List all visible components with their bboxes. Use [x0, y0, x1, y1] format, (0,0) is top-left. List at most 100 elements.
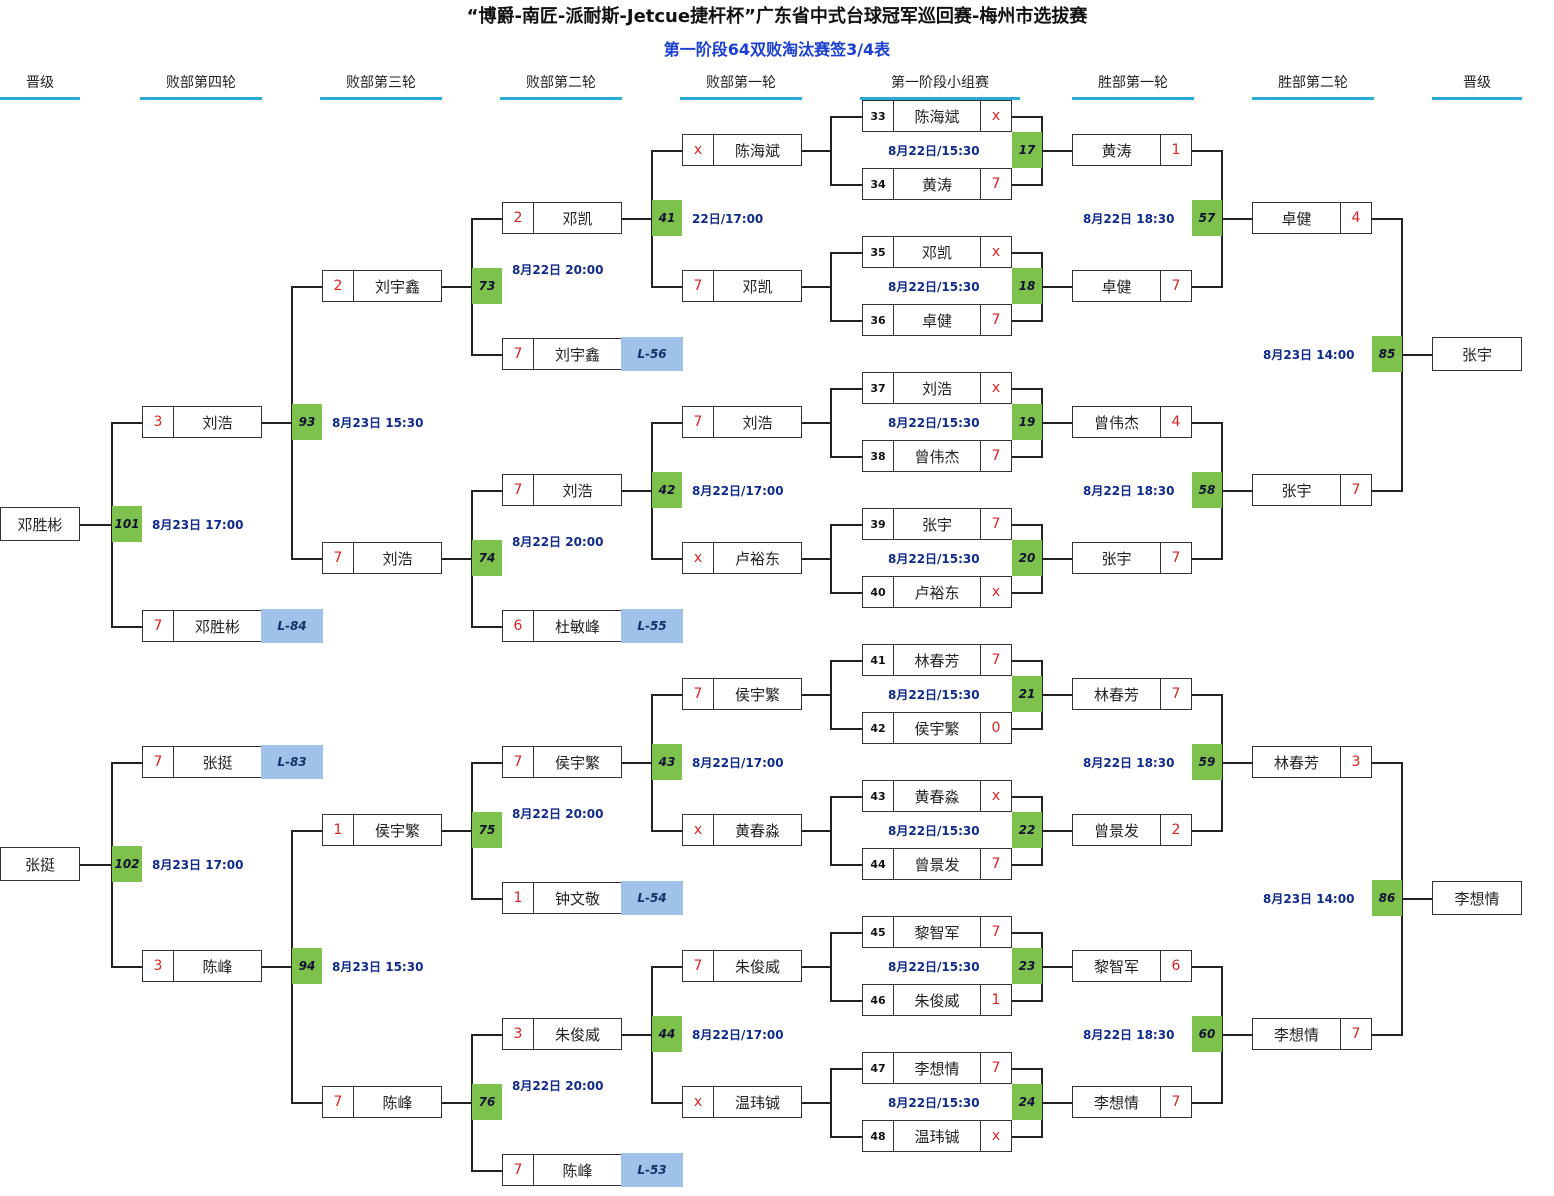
- bracket-line: [1222, 1034, 1252, 1036]
- score-cell: 7: [683, 407, 714, 437]
- bracket-line: [622, 490, 652, 492]
- seed-number: 34: [863, 169, 894, 199]
- bracket-line: [830, 1068, 832, 1138]
- bracket-line: [830, 1136, 862, 1138]
- bracket-line: [830, 932, 862, 934]
- bracket-line: [1192, 966, 1222, 968]
- score-cell: 7: [503, 475, 534, 505]
- bracket-line: [652, 1102, 682, 1104]
- bracket-line: [830, 1000, 862, 1002]
- score-cell: 7: [143, 611, 174, 641]
- bracket-line: [830, 524, 862, 526]
- score-cell: x: [980, 101, 1011, 131]
- match-time: 8月22日 20:00: [512, 1079, 604, 1093]
- column-header: 败部第四轮: [166, 75, 236, 91]
- bracket-line: [830, 728, 862, 730]
- bracket-line: [622, 218, 652, 220]
- bracket-line: [472, 898, 502, 900]
- match-number: 74: [472, 540, 502, 576]
- match-time: 8月22日/15:30: [888, 960, 980, 974]
- bracket-line: [112, 966, 142, 968]
- bracket-line: [1012, 932, 1042, 934]
- bracket-entry: 林春芳 7: [1072, 678, 1192, 710]
- player-name: 刘浩: [921, 379, 952, 398]
- score-cell: x: [980, 1121, 1011, 1151]
- seed-number: 44: [863, 849, 894, 879]
- column-header: 第一阶段小组赛: [891, 75, 989, 91]
- match-time: 22日/17:00: [692, 212, 764, 226]
- bracket-line: [652, 286, 682, 288]
- match-time: 8月22日/15:30: [888, 280, 980, 294]
- seed-number: 45: [863, 917, 894, 947]
- match-number: 22: [1012, 812, 1042, 848]
- player-name: 卓健: [1281, 209, 1312, 228]
- player-name: 刘浩: [562, 481, 593, 500]
- bracket-line: [442, 830, 472, 832]
- match-time: 8月22日 20:00: [512, 535, 604, 549]
- column-header: 败部第三轮: [346, 75, 416, 91]
- bracket-line: [1012, 184, 1042, 186]
- match-number: 18: [1012, 268, 1042, 304]
- bracket-line: [830, 388, 862, 390]
- score-cell: 7: [1160, 679, 1191, 709]
- match-number: 59: [1192, 744, 1222, 780]
- match-time: 8月23日 17:00: [152, 858, 244, 872]
- bracket-line: [1012, 252, 1042, 254]
- bracket-line: [802, 1102, 830, 1104]
- match-time: 8月22日/15:30: [888, 1096, 980, 1110]
- score-cell: 7: [1160, 1087, 1191, 1117]
- bracket-line: [622, 762, 652, 764]
- bracket-line: [472, 626, 502, 628]
- match-number: 93: [292, 404, 322, 440]
- bracket-line: [830, 660, 862, 662]
- bracket-line: [1042, 150, 1072, 152]
- match-time: 8月22日/15:30: [888, 824, 980, 838]
- player-name: 张宇: [1101, 549, 1132, 568]
- score-cell: 1: [323, 815, 354, 845]
- seed-number: 46: [863, 985, 894, 1015]
- bracket-line: [472, 762, 502, 764]
- page-subtitle: 第一阶段64双败淘汰赛签3/4表: [663, 40, 891, 59]
- bracket-line: [622, 1034, 652, 1036]
- match-number: 58: [1192, 472, 1222, 508]
- match-number: 41: [652, 200, 682, 236]
- bracket-line: [1192, 286, 1222, 288]
- score-cell: x: [980, 237, 1011, 267]
- score-cell: 7: [503, 747, 534, 777]
- bracket-line: [1402, 898, 1432, 900]
- score-cell: 7: [503, 339, 534, 369]
- score-cell: 7: [143, 747, 174, 777]
- bracket-line: [830, 252, 862, 254]
- match-number: 24: [1012, 1084, 1042, 1120]
- player-name: 曾景发: [1093, 821, 1139, 840]
- player-name: 李想情: [1273, 1025, 1319, 1044]
- bracket-line: [652, 830, 682, 832]
- player-name: 卢裕东: [734, 549, 780, 568]
- bracket-line: [830, 252, 832, 322]
- bracket-line: [652, 966, 682, 968]
- column-underline: [1432, 97, 1522, 100]
- score-cell: 7: [980, 509, 1011, 539]
- score-cell: x: [683, 135, 714, 165]
- match-time: 8月22日 20:00: [512, 807, 604, 821]
- score-cell: 7: [980, 849, 1011, 879]
- player-name: 林春芳: [1093, 685, 1139, 704]
- seed-number: 33: [863, 101, 894, 131]
- match-time: 8月22日 18:30: [1083, 1028, 1175, 1042]
- advanced-player: 李想情: [1432, 881, 1522, 915]
- player-name: 刘浩: [382, 549, 413, 568]
